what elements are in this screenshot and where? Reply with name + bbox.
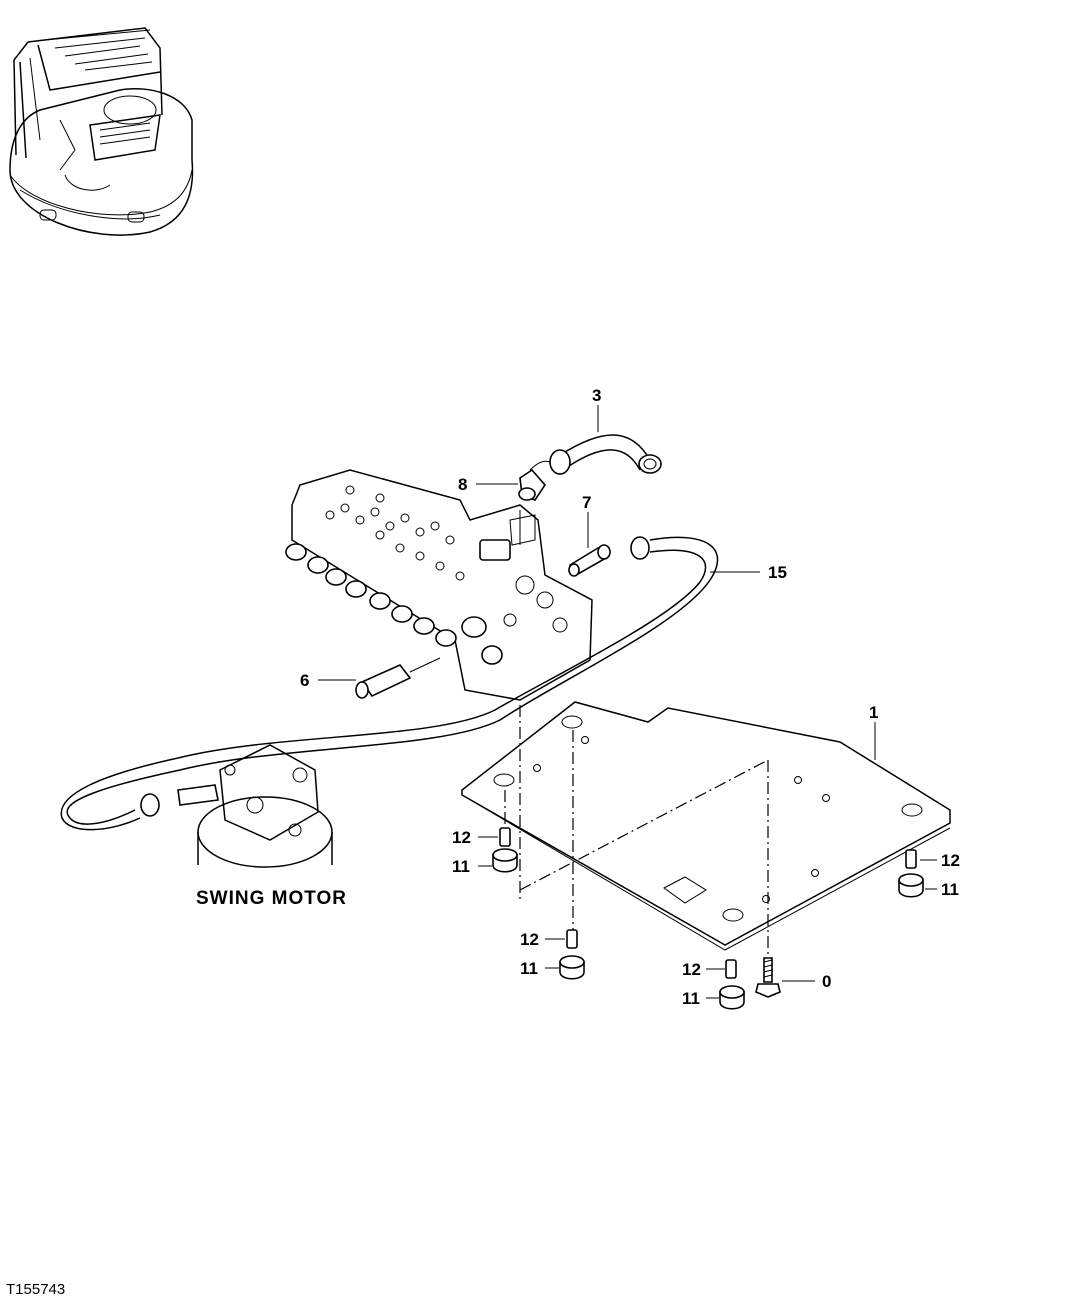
mounting-plate-1 [461, 701, 951, 951]
callout-7: 7 [582, 493, 591, 512]
leader-lines [318, 405, 937, 999]
callout-11-c: 11 [682, 989, 700, 1008]
callout-6: 6 [300, 671, 309, 690]
callout-11-b: 11 [520, 959, 538, 978]
callout-1: 1 [869, 703, 878, 722]
callout-3: 3 [592, 386, 601, 405]
callout-11-a: 11 [452, 857, 470, 876]
bolt-0 [755, 957, 781, 998]
hose-3 [549, 434, 662, 475]
bushing-pin-set-b [559, 929, 585, 980]
fitting-7 [568, 544, 611, 577]
callout-12-a: 12 [452, 828, 471, 847]
bushing-pin-set-d [898, 849, 924, 898]
callout-8: 8 [458, 475, 467, 494]
fitting-6 [355, 657, 441, 699]
swing-motor-caption: SWING MOTOR [196, 888, 347, 909]
callout-12-d: 12 [941, 851, 960, 870]
elbow-8 [518, 460, 551, 501]
figure-reference: T155743 [6, 1281, 65, 1298]
bushing-pin-set-c [719, 959, 745, 1010]
control-valve-assembly [285, 469, 593, 701]
callout-12-c: 12 [682, 960, 701, 979]
callout-11-d: 11 [941, 880, 959, 899]
hose-15 [60, 536, 719, 831]
callout-12-b: 12 [520, 930, 539, 949]
excavator-locator-icon [9, 27, 194, 236]
callout-0: 0 [822, 972, 831, 991]
bushing-pin-set-a [492, 827, 518, 873]
callout-15: 15 [768, 563, 787, 582]
swing-motor [177, 744, 333, 868]
alignment-lines [504, 705, 769, 955]
